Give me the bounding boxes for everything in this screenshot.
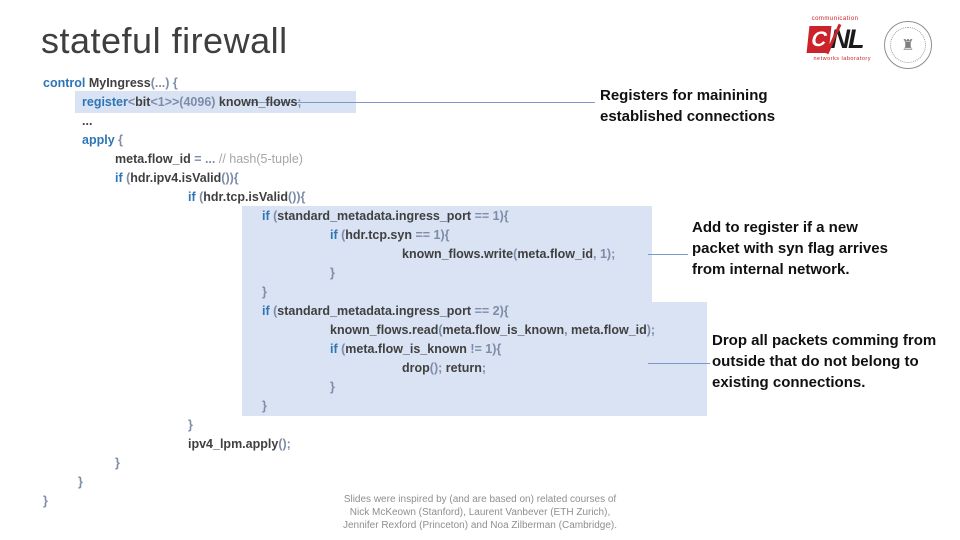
- cnl-logo-bottom-text: networks laboratory: [813, 56, 871, 62]
- text-line: Slides were inspired by (and are based o…: [343, 494, 617, 505]
- code-line: }: [262, 285, 267, 299]
- code-line: }: [78, 475, 83, 489]
- code-line: known_flows.write(meta.flow_id, 1);: [402, 247, 616, 261]
- code-line: }: [330, 380, 335, 394]
- code-line: }: [43, 494, 48, 508]
- text-line: Drop all packets comming from: [712, 332, 937, 349]
- connector-line-drop: [648, 363, 710, 364]
- text-line: from internal network.: [692, 261, 850, 278]
- highlight-register-line: [75, 91, 356, 113]
- code-line: }: [188, 418, 193, 432]
- highlight-ingress-port-1-block: [242, 206, 652, 302]
- code-line: apply {: [82, 133, 123, 147]
- code-line: drop(); return;: [402, 361, 487, 375]
- code-line: if (standard_metadata.ingress_port == 2)…: [262, 304, 509, 318]
- annotation-drop-packets: Drop all packets comming from outside tha…: [712, 330, 936, 393]
- code-line: ...: [82, 114, 93, 128]
- code-line: if (hdr.tcp.isValid()){: [188, 190, 306, 204]
- code-line: register<bit<1>>(4096) known_flows;: [82, 95, 302, 109]
- code-line: if (standard_metadata.ingress_port == 1)…: [262, 209, 509, 223]
- code-line: if (meta.flow_is_known != 1){: [330, 342, 502, 356]
- cnl-logo: communication C NL networks laboratory: [795, 16, 875, 68]
- text-line: established connections: [600, 108, 776, 125]
- text-line: outside that do not belong to: [712, 353, 919, 370]
- slide-title: stateful firewall: [41, 20, 288, 61]
- code-line: control MyIngress(...) {: [43, 76, 178, 90]
- code-line: }: [262, 399, 267, 413]
- code-line: }: [115, 456, 120, 470]
- code-line: if (hdr.ipv4.isValid()){: [115, 171, 239, 185]
- cnl-logo-letters: C NL: [795, 22, 875, 56]
- code-line: known_flows.read(meta.flow_is_known, met…: [330, 323, 656, 337]
- highlight-ingress-port-2-block: [242, 302, 707, 416]
- code-line: ipv4_lpm.apply();: [188, 437, 291, 451]
- text-line: Registers for mainining: [600, 87, 768, 104]
- code-line: meta.flow_id = ... // hash(5-tuple): [115, 152, 303, 166]
- text-line: existing connections.: [712, 374, 866, 391]
- connector-line-write: [648, 254, 688, 255]
- cnl-logo-top-text: communication: [811, 16, 859, 22]
- text-line: Nick McKeown (Stanford), Laurent Vanbeve…: [349, 507, 611, 518]
- university-seal-logo: ♜: [884, 21, 932, 69]
- annotation-add-to-register: Add to register if a new packet with syn …: [692, 217, 888, 280]
- connector-line-register: [248, 102, 595, 103]
- university-seal-emblem-icon: ♜: [890, 27, 926, 63]
- code-line: if (hdr.tcp.syn == 1){: [330, 228, 450, 242]
- code-line: }: [330, 266, 335, 280]
- text-line: packet with syn flag arrives: [692, 240, 888, 257]
- text-line: Jennifer Rexford (Princeton) and Noa Zil…: [342, 520, 617, 531]
- annotation-registers: Registers for mainining established conne…: [600, 85, 775, 127]
- footer-credits: Slides were inspired by (and are based o…: [280, 493, 680, 532]
- text-line: Add to register if a new: [692, 219, 858, 236]
